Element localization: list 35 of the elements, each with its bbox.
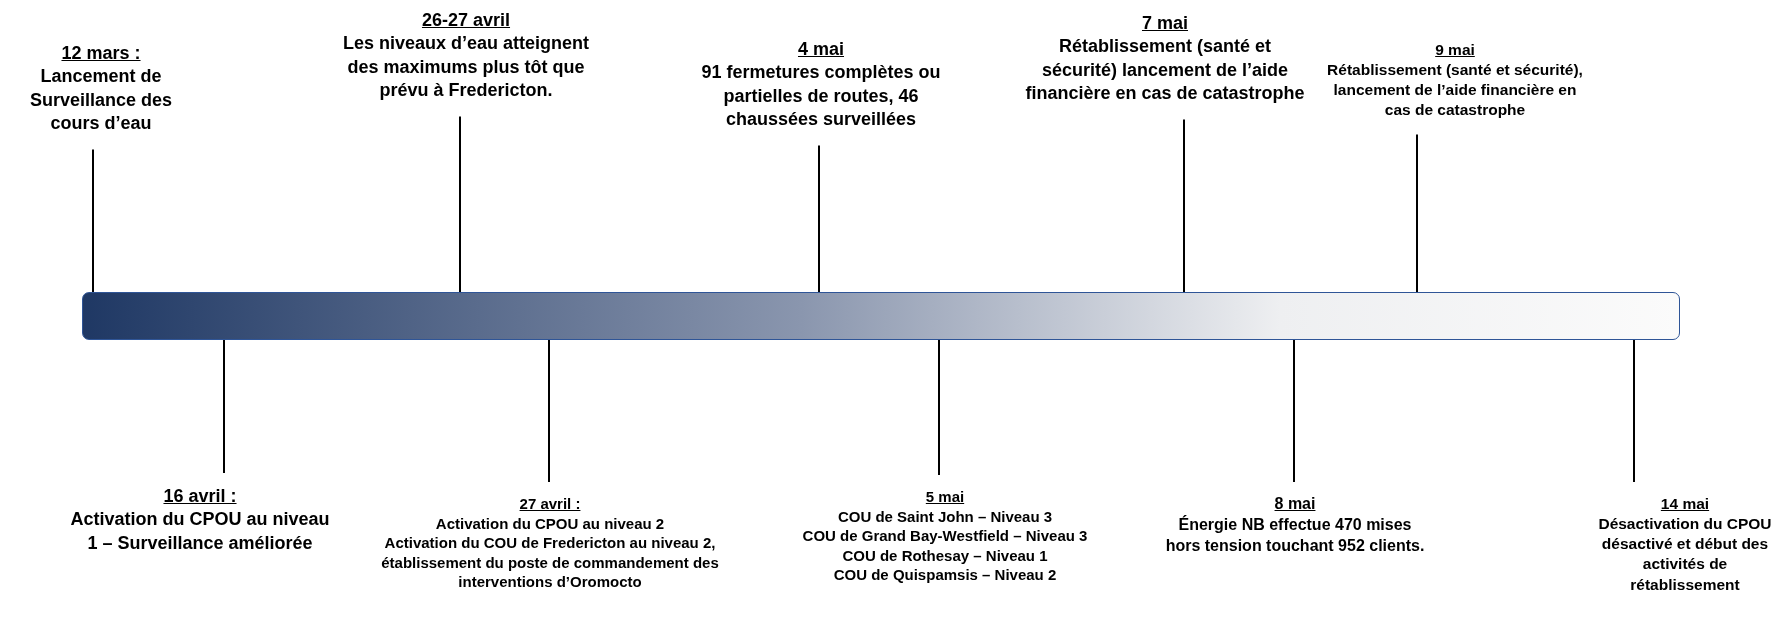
event-description: 91 fermetures complètes ou partielles de routes, 46 chaussées surveillées: [700, 61, 942, 132]
event-description: Énergie NB effectue 470 mises hors tension touchant 952 clients.: [1164, 514, 1426, 556]
connector-line: [548, 339, 550, 483]
event-description: Rétablissement (santé et sécurité), lancement de l’aide financière en cas de catastrophe: [1326, 60, 1584, 121]
event-description: COU de Saint John – Niveau 3: [836, 506, 1054, 526]
connector-line: [1633, 339, 1635, 483]
date-label: 12 mars :: [60, 42, 142, 65]
connector-line: [92, 148, 94, 293]
connector-line: [459, 115, 461, 293]
connector-line: [1293, 339, 1295, 483]
event-description: Lancement de Surveillance des cours d’eau: [28, 65, 174, 136]
connector-line: [1416, 133, 1418, 293]
date-label: 7 mai: [1141, 12, 1189, 35]
event-description: Activation du CPOU au niveau 1 – Surveillance améliorée: [70, 508, 330, 555]
date-label: 5 mai: [924, 487, 966, 507]
date-label: 27 avril :: [518, 494, 582, 514]
event-description: Activation du COU de Fredericton au niveau 2, établissement du poste de commandement des interventions d’Oromocto: [380, 533, 720, 592]
date-label: 8 mai: [1273, 494, 1317, 514]
date-label: 4 mai: [797, 38, 845, 61]
connector-line: [938, 339, 940, 476]
date-label: 16 avril :: [162, 485, 238, 508]
event-description: Les niveaux d’eau atteignent des maximums plus tôt que prévu à Fredericton.: [341, 32, 591, 103]
event-description: Désactivation du CPOU désactivé et début des activités de rétablissement: [1597, 514, 1773, 595]
event-description: COU de Quispamsis – Niveau 2: [832, 565, 1058, 585]
connector-line: [818, 144, 820, 293]
event-description: Rétablissement (santé et sécurité) lancement de l’aide financière en cas de catastrophe: [1024, 35, 1306, 106]
event-description: COU de Grand Bay-Westfield – Niveau 3: [801, 526, 1089, 546]
date-label: 9 mai: [1434, 40, 1476, 60]
event-description: Activation du CPOU au niveau 2: [434, 513, 666, 533]
timeline-bar: [82, 292, 1680, 340]
connector-line: [1183, 118, 1185, 293]
connector-line: [223, 339, 225, 474]
date-label: 14 mai: [1659, 494, 1711, 514]
date-label: 26-27 avril: [420, 9, 512, 32]
event-description: COU de Rothesay – Niveau 1: [841, 545, 1049, 565]
